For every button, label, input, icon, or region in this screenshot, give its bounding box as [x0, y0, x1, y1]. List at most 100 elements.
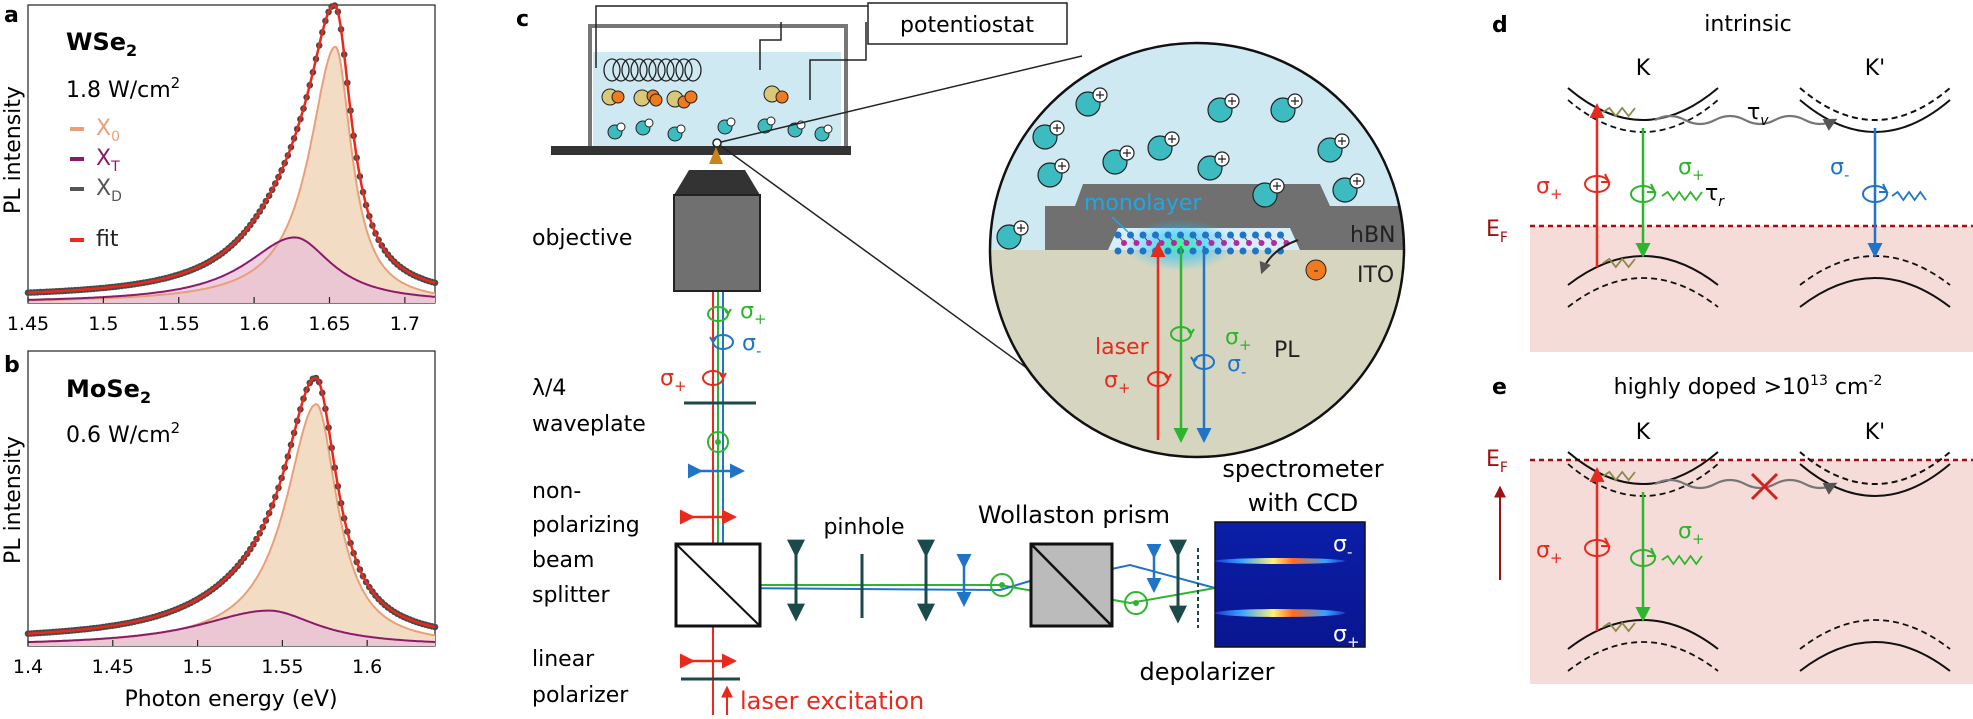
ccd-line-plus — [1215, 609, 1345, 617]
xt-line — [27, 609, 436, 644]
title-e: highly doped >1013 cm-2 — [1614, 373, 1883, 400]
chalcogen-atom — [1264, 231, 1272, 239]
ccd-sigma-plus: σ+ — [1333, 622, 1360, 651]
sample-inset: monolayer hBN ITO - laser PL σ+σ-σ+ — [988, 41, 1406, 459]
inset-border — [988, 41, 1406, 459]
k-label-d: K — [1636, 56, 1651, 81]
coil-electrode — [603, 58, 702, 82]
wollaston-interface — [1030, 543, 1113, 627]
cell-wall — [588, 24, 848, 146]
ccd-image — [1214, 521, 1366, 648]
band-sigma-label: σ+ — [1536, 538, 1563, 567]
pinhole-label: pinhole — [823, 515, 904, 540]
coil-loop — [639, 58, 657, 82]
inset-plus-sign — [1096, 91, 1104, 99]
band-sigma-label: σ- — [1830, 155, 1849, 184]
metal-atom — [1196, 240, 1202, 246]
split-pol-dot — [1133, 600, 1139, 606]
objective: objective — [532, 170, 761, 292]
spectrometer-label-1: spectrometer — [1222, 455, 1383, 483]
inset-ions — [996, 87, 1365, 250]
panel-d-bands-intrinsic: d intrinsic K K' EF σ+σ+σ- τv τr — [1486, 12, 1973, 352]
chalcogen-atom — [1214, 247, 1222, 255]
spectrometer-label-2: with CCD — [1248, 489, 1359, 517]
chalcogen-atom — [1202, 231, 1209, 239]
chalcogen-atom — [1127, 247, 1134, 255]
panel-b-spectrum: b MoSe2 0.6 W/cm2 PL intensity Photon en… — [1, 350, 439, 712]
monolayer-label: monolayer — [1084, 191, 1202, 216]
anion-charge — [684, 90, 698, 104]
valence-split-k — [1567, 641, 1719, 672]
anion-charge — [611, 90, 625, 104]
band-polarization-tip — [1879, 183, 1889, 193]
cation-charge — [644, 118, 654, 128]
band-polarization-mark — [1630, 549, 1656, 567]
zoom-line-top — [720, 55, 1083, 143]
metal-atom — [1271, 240, 1277, 246]
objective-top — [674, 170, 760, 195]
coil-loop — [630, 58, 648, 82]
x0-line — [28, 45, 436, 302]
inset-plus-sign — [1053, 124, 1061, 132]
inset-plus-sign — [1218, 155, 1226, 163]
x-tick-label: 1.45 — [92, 656, 134, 678]
kp-label-e: K' — [1865, 420, 1885, 445]
zoom-line-bottom — [720, 145, 1065, 396]
chalcogen-atom — [1114, 247, 1122, 255]
linear-pol-dot — [715, 439, 721, 445]
material-label-a: WSe2 — [66, 28, 137, 60]
wollaston-label: Wollaston prism — [978, 501, 1170, 529]
legend-label: fit — [96, 227, 119, 252]
chalcogen-atom — [1139, 247, 1147, 255]
waveplate-label-2: waveplate — [532, 412, 646, 437]
circular-polarization-tip — [1164, 373, 1172, 381]
metal-atom — [1133, 240, 1140, 246]
sigma-label: σ+ — [1104, 368, 1131, 397]
ef-label-e: EF — [1486, 447, 1508, 476]
ccd-line-minus — [1215, 558, 1345, 564]
power-label-b: 0.6 W/cm2 — [66, 419, 180, 448]
inset-plus-sign — [1017, 224, 1025, 232]
power-label-a: 1.8 W/cm2 — [66, 74, 180, 103]
curves-a — [24, 2, 439, 304]
chalcogen-atom — [1177, 231, 1184, 239]
inset-plus-sign — [1228, 97, 1236, 105]
panel-e-bands-doped: e highly doped >1013 cm-2 K K' EF σ+σ+ — [1486, 373, 1973, 684]
x-tick-label: 1.5 — [88, 313, 118, 335]
conduction-split-kp — [1799, 87, 1951, 121]
legend-label: X0 — [96, 116, 120, 145]
chalcogen-atom — [1239, 247, 1247, 255]
valence-split-k — [1567, 277, 1719, 308]
chalcogen-atom — [1127, 231, 1134, 239]
x-tick-label: 1.45 — [7, 313, 49, 335]
sigma-label: σ+ — [1225, 325, 1252, 354]
metal-atom — [1208, 240, 1215, 246]
x0-area — [28, 46, 435, 304]
ccd-sigma-minus: σ- — [1333, 532, 1352, 561]
conduction-band-k — [1567, 451, 1719, 485]
cation-charge — [726, 117, 736, 127]
electrolyte — [593, 52, 841, 146]
electrochemical-cell: potentiostat — [551, 2, 1068, 164]
objective-focus-cone — [709, 147, 723, 164]
inset-plus-sign — [1058, 162, 1066, 170]
ito-label: ITO — [1357, 263, 1394, 288]
photon-wiggle-k — [1661, 554, 1703, 566]
metal-atom — [1221, 240, 1227, 246]
band-sigma-label: σ+ — [1678, 519, 1705, 548]
cation-charge — [766, 116, 776, 126]
sigma-label: σ+ — [740, 299, 767, 328]
material-label-b: MoSe2 — [66, 375, 151, 407]
cation-charge — [616, 122, 626, 132]
inset-plus-sign — [1291, 97, 1299, 105]
chalcogen-atom — [1114, 231, 1122, 239]
chalcogen-atom — [1164, 231, 1172, 239]
valence-split-kp — [1799, 619, 1951, 650]
valence-band-kp — [1799, 277, 1951, 308]
inset-plus-sign — [1123, 149, 1131, 157]
coil-loop — [657, 58, 675, 82]
inset-laser-label: laser — [1095, 335, 1150, 360]
